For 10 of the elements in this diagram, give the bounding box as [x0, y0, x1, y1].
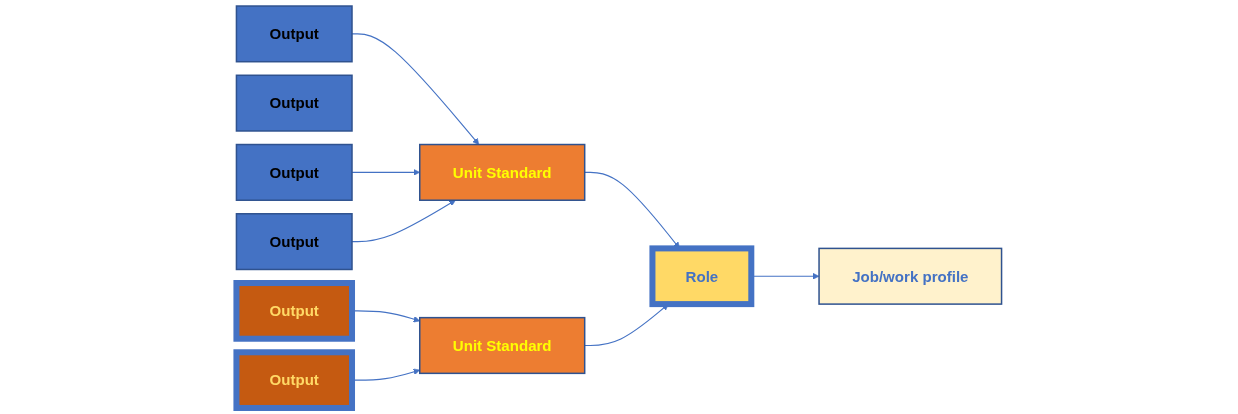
node-box: Unit Standard [419, 316, 586, 375]
node-box: Output [235, 213, 353, 271]
node-box: Output [233, 280, 355, 342]
node-box: Unit Standard [419, 143, 586, 201]
node-box: Output [235, 5, 353, 63]
node-box: Output [235, 74, 353, 132]
node-box: Output [233, 349, 355, 411]
node-box: Output [235, 143, 353, 201]
node-box: Role [649, 245, 755, 308]
node-box: Job/work profile [818, 247, 1003, 305]
